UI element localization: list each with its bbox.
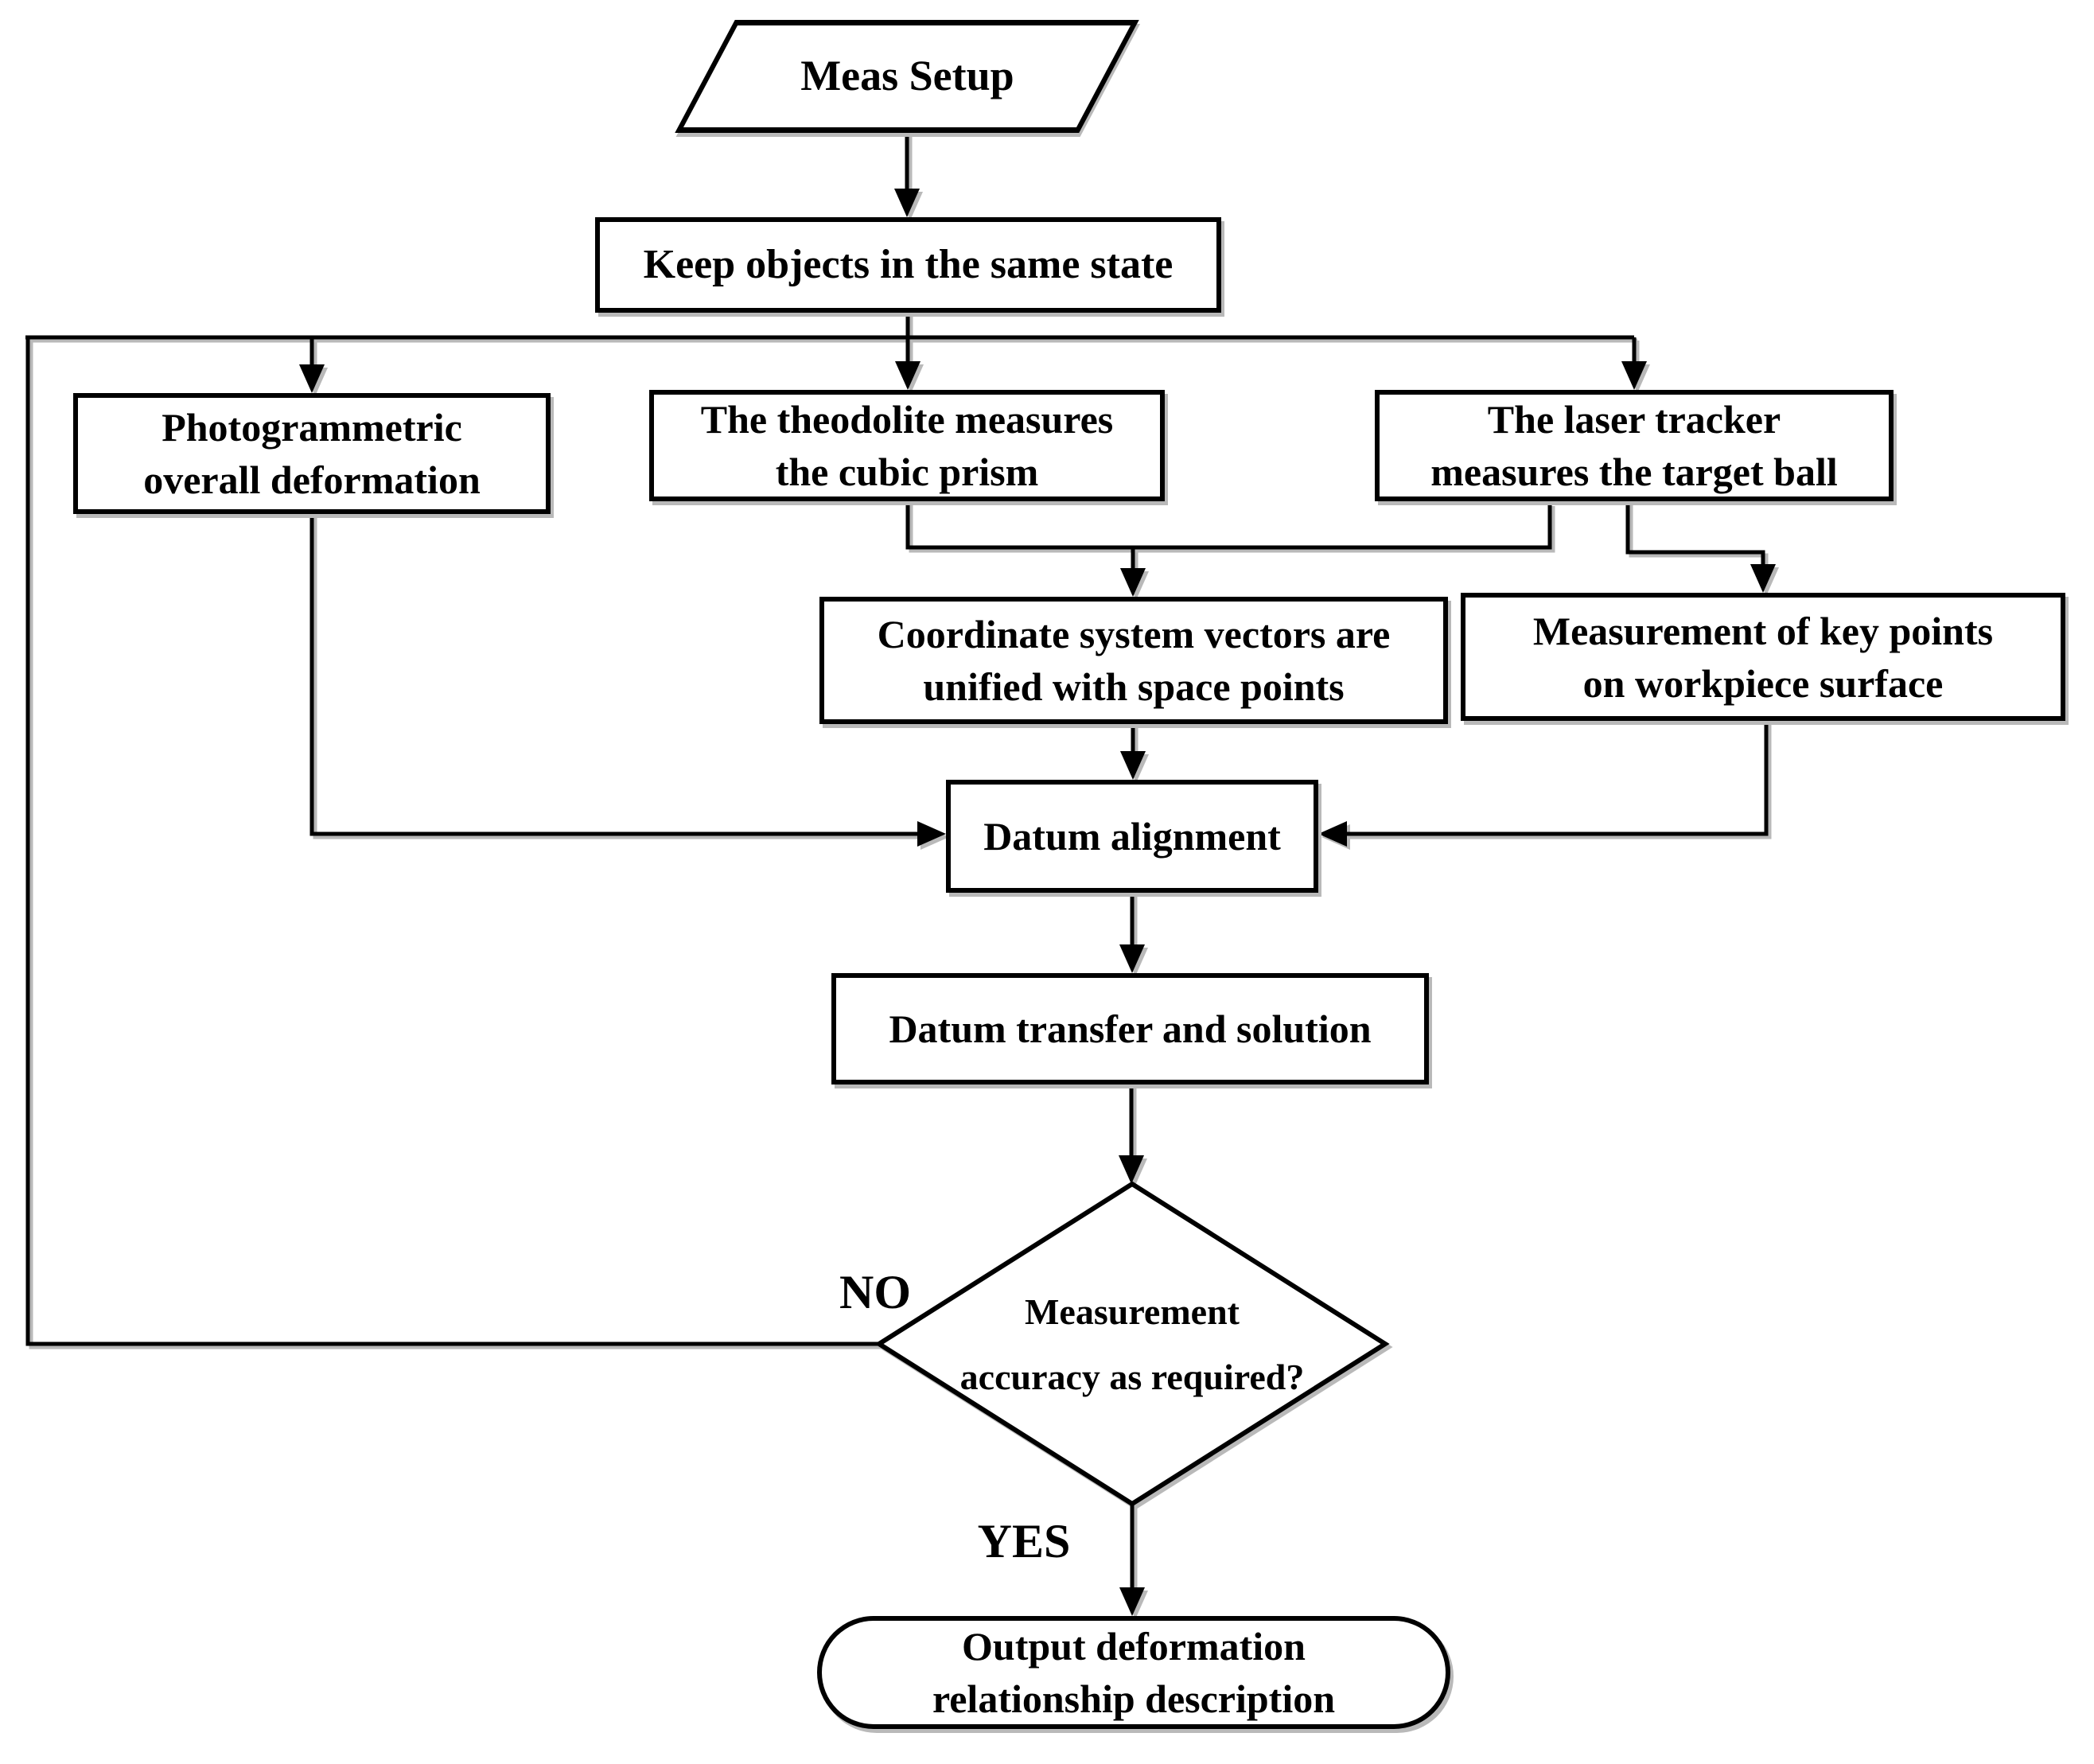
arrowhead: [1120, 751, 1146, 780]
arrowhead: [1120, 568, 1146, 597]
node-label-line: Measurement: [1025, 1291, 1240, 1333]
arrowhead: [917, 821, 946, 847]
node-label-line: The theodolite measures: [700, 397, 1114, 442]
node-label-line: Coordinate system vectors are: [877, 612, 1391, 656]
node-label-line: unified with space points: [923, 664, 1345, 709]
node-key-points: Measurement of key points on workpiece s…: [1461, 593, 2065, 721]
node-datum-transfer: Datum transfer and solution: [831, 973, 1429, 1084]
decision-diamond-label: Measurement accuracy as required?: [885, 1249, 1379, 1440]
node-label-line: Datum transfer and solution: [889, 1007, 1372, 1051]
edge-keypoints-to-alignment: [1347, 721, 1769, 836]
arrowhead: [299, 364, 325, 393]
arrowhead: [1750, 564, 1776, 593]
arrowheads: [299, 189, 1776, 1616]
edge-photogrammetric-to-alignment: [309, 513, 919, 836]
arrowhead: [895, 361, 921, 390]
arrowhead: [1621, 361, 1647, 390]
node-output: Output deformation relationship descript…: [817, 1616, 1450, 1729]
node-label-line: relationship description: [932, 1676, 1336, 1721]
arrowhead: [894, 189, 920, 217]
node-label-line: Measurement of key points: [1532, 608, 1994, 653]
label-yes: YES: [964, 1510, 1084, 1572]
node-label-line: on workpiece surface: [1582, 660, 1944, 706]
node-keep-objects: Keep objects in the same state: [595, 217, 1221, 313]
node-label-line: overall deformation: [143, 458, 481, 502]
arrowhead: [1318, 821, 1347, 847]
arrowhead: [1119, 1587, 1145, 1616]
node-label-line: the cubic prism: [775, 450, 1039, 494]
node-label-line: Photogrammetric: [162, 405, 462, 450]
arrowhead: [1119, 1155, 1144, 1184]
node-label-line: Keep objects in the same state: [643, 241, 1173, 287]
edge-laser-to-keypoints: [1625, 501, 1765, 566]
decision-diamond-shape: [874, 1181, 1390, 1507]
node-theodolite: The theodolite measures the cubic prism: [649, 390, 1165, 501]
arrowhead: [1119, 944, 1145, 973]
edge-theodolite-laser-connector: [905, 501, 1552, 550]
label-no: NO: [815, 1261, 935, 1323]
node-meas-setup: Meas Setup: [675, 20, 1139, 133]
node-label-line: Output deformation: [962, 1624, 1306, 1669]
node-label-line: The laser tracker: [1487, 397, 1781, 442]
node-label-line: Datum alignment: [983, 814, 1281, 859]
edge-label-text: YES: [977, 1515, 1071, 1567]
node-label-line: measures the target ball: [1430, 450, 1838, 494]
edge-label-text: NO: [839, 1266, 911, 1318]
flow-lines: [25, 133, 1769, 1589]
node-label-line: Meas Setup: [800, 52, 1014, 100]
node-photogrammetric: Photogrammetric overall deformation: [73, 393, 551, 514]
node-laser-tracker: The laser tracker measures the target ba…: [1375, 390, 1894, 501]
node-coordinate-system: Coordinate system vectors are unified wi…: [819, 597, 1448, 724]
node-label-line: accuracy as required?: [959, 1357, 1305, 1397]
node-label-wrap: Meas Setup: [800, 48, 1014, 104]
edge-no-return: [25, 336, 879, 1346]
node-datum-alignment: Datum alignment: [946, 780, 1318, 893]
